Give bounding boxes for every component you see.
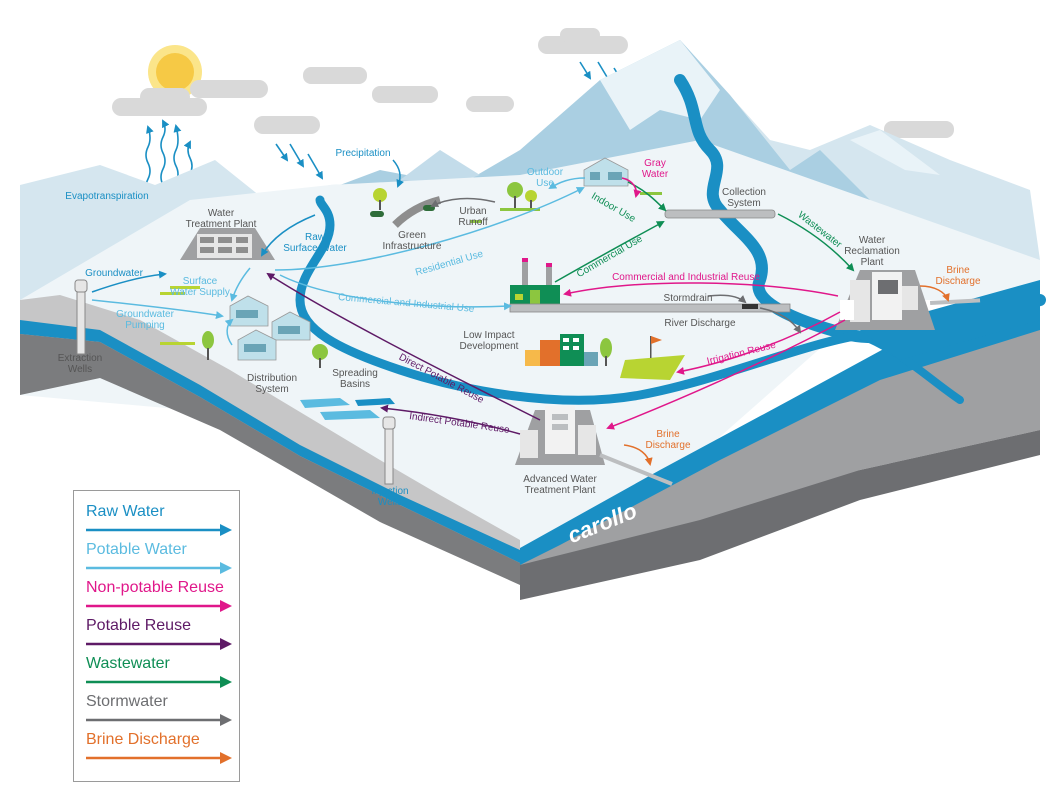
collection-system-pipe xyxy=(664,209,776,219)
legend-arrow xyxy=(86,638,232,650)
golf-course-icon xyxy=(620,336,685,380)
flow-wastewater-commercial-use xyxy=(554,221,665,283)
house-icon xyxy=(583,157,629,187)
flow-npr-commercial-industrial xyxy=(563,282,839,297)
flow-npr-to-advanced-plant xyxy=(606,319,846,430)
legend-arrow xyxy=(86,752,232,764)
factory-icon xyxy=(510,258,560,305)
legend: Raw Water Potable Water Non-potable Reus… xyxy=(73,490,240,782)
flow-npr-gray-water xyxy=(621,177,642,198)
flow-potable-outdoor-use xyxy=(548,177,586,190)
flow-pr-indirect-potable xyxy=(380,404,521,435)
water-treatment-plant xyxy=(180,228,275,260)
legend-arrow xyxy=(86,600,232,612)
legend-label: Potable Reuse xyxy=(86,617,191,634)
flow-npr-irrigation xyxy=(676,311,841,375)
label-groundwater: Groundwater xyxy=(85,268,143,279)
flow-potable-residential-use xyxy=(274,187,585,271)
flow-potable-distribution-loop xyxy=(224,318,234,346)
flow-stormwater-urban-runoff xyxy=(430,197,496,207)
advanced-plant-outfall-pipe xyxy=(599,453,673,486)
label-evapotranspiration: Evapotranspiration xyxy=(65,191,148,202)
bush-icon xyxy=(370,205,435,217)
tree-icon xyxy=(202,182,612,368)
legend-label: Potable Water xyxy=(86,541,187,558)
cloud-icon xyxy=(112,28,954,138)
legend-arrow xyxy=(86,524,232,536)
extraction-well-icon xyxy=(74,279,88,355)
flow-raw-groundwater xyxy=(91,270,167,293)
injection-well-icon xyxy=(382,416,396,485)
legend-label: Stormwater xyxy=(86,693,168,710)
legend-item-brine-discharge: Brine Discharge xyxy=(86,731,236,769)
legend-label: Raw Water xyxy=(86,503,165,520)
water-reclamation-plant xyxy=(835,270,935,330)
sun-icon xyxy=(148,45,202,99)
advanced-water-treatment-plant xyxy=(515,406,605,465)
reclamation-outfall-pipe xyxy=(930,298,981,305)
flow-wastewater-to-reclamation xyxy=(777,213,855,272)
flow-brine-top xyxy=(919,285,950,302)
legend-item-raw-water: Raw Water xyxy=(86,503,236,541)
label-commercial-industrial-reuse: Commercial and Industrial Reuse xyxy=(612,272,760,283)
legend-arrow xyxy=(86,676,232,688)
label-precipitation: Precipitation xyxy=(335,148,390,159)
flow-raw-surface-water xyxy=(260,214,316,257)
legend-arrow xyxy=(86,562,232,574)
flow-raw-precipitation xyxy=(392,159,404,188)
spreading-basins xyxy=(300,398,395,420)
flow-brine-bottom xyxy=(623,444,653,466)
low-impact-buildings xyxy=(525,334,598,366)
legend-item-potable-reuse: Potable Reuse xyxy=(86,617,236,655)
legend-label: Non-potable Reuse xyxy=(86,579,224,596)
label-stormdrain: Stormdrain xyxy=(664,293,713,304)
legend-item-stormwater: Stormwater xyxy=(86,693,236,731)
distribution-houses xyxy=(229,295,311,361)
flow-pr-direct-potable xyxy=(266,272,541,421)
legend-item-potable-water: Potable Water xyxy=(86,541,236,579)
stormdrain-grate xyxy=(742,304,758,309)
flow-potable-groundwater-pumping xyxy=(91,299,224,319)
flow-potable-surface-supply xyxy=(229,267,251,302)
grass-patches xyxy=(160,192,662,345)
legend-item-wastewater: Wastewater xyxy=(86,655,236,693)
legend-label: Wastewater xyxy=(86,655,170,672)
flow-potable-commercial-industrial-use xyxy=(279,274,512,311)
label-river-discharge: River Discharge xyxy=(664,318,736,329)
legend-arrow xyxy=(86,714,232,726)
flow-stormwater-stormdrain xyxy=(707,294,747,304)
legend-item-non-potable-reuse: Non-potable Reuse xyxy=(86,579,236,617)
flow-stormwater-river-discharge xyxy=(759,307,802,334)
river-outflow xyxy=(860,280,1040,360)
legend-label: Brine Discharge xyxy=(86,731,200,748)
